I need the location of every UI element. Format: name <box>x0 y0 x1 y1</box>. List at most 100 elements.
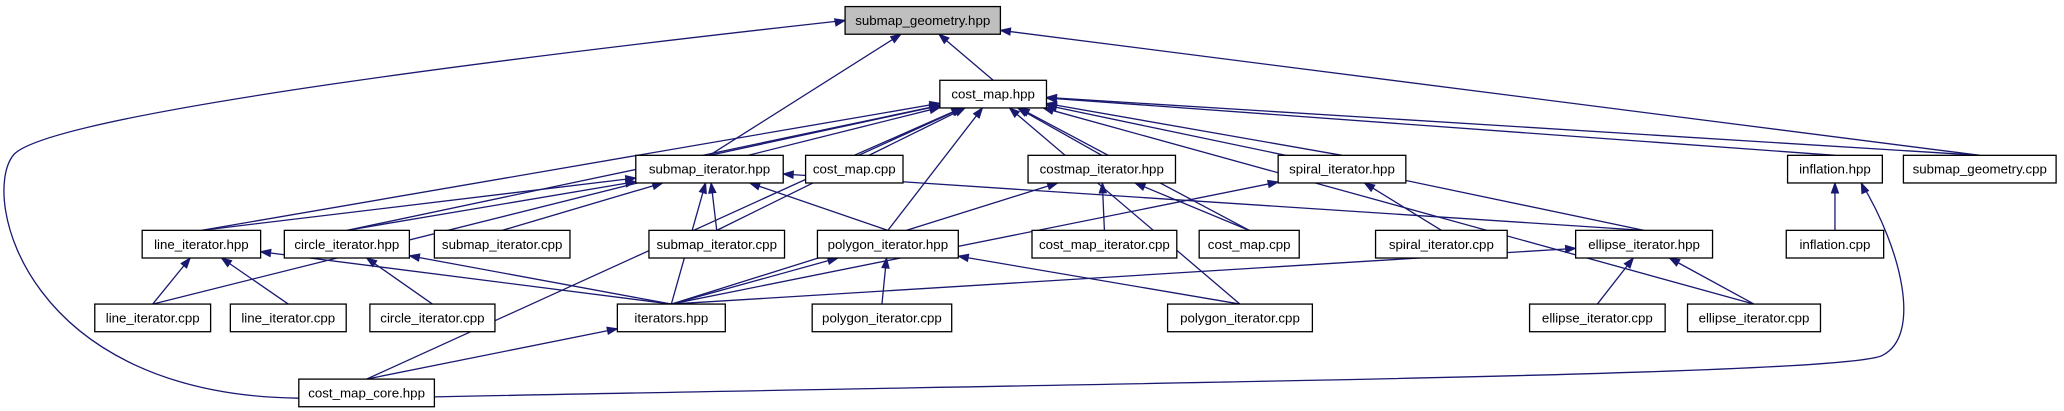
node-label: circle_iterator.cpp <box>380 310 484 325</box>
node-cost-map-hpp[interactable]: cost_map.hpp <box>939 79 1048 109</box>
arrowhead-edge-submap_iterator_hpp-to-submap_geometry_hpp <box>889 33 903 44</box>
edge-polygon_iterator_cpp_b-to-cost_map_hpp <box>1008 107 1241 305</box>
edge-submap_iterator_hpp-to-submap_geometry_hpp <box>709 33 902 156</box>
arrowhead-edge-polygon_iterator_cpp_b-to-polygon_iterator_hpp <box>956 253 970 263</box>
arrowhead-edge-line_iterator_cpp_b-to-line_iterator_hpp <box>220 257 233 268</box>
node-ellipse-iterator-cpp-a[interactable]: ellipse_iterator.cpp <box>1528 303 1666 333</box>
node-box <box>844 5 1002 35</box>
node-label: submap_iterator.cpp <box>656 237 776 252</box>
node-label: costmap_iterator.hpp <box>1040 162 1164 177</box>
node-label: cost_map.cpp <box>1208 237 1291 252</box>
node-box <box>141 229 262 259</box>
node-label: ellipse_iterator.hpp <box>1588 237 1700 252</box>
arrowhead-edge-spiral_iterator_cpp-to-spiral_iterator_hpp <box>1363 182 1376 193</box>
node-box <box>1786 154 1883 184</box>
edge-line_iterator_cpp_b-to-line_iterator_hpp <box>221 257 289 305</box>
node-box <box>1574 229 1714 259</box>
arrowhead-edge-circle_iterator_cpp-to-circle_iterator_hpp <box>365 257 378 268</box>
arrowhead-edge-polygon_iterator_cpp_b-to-cost_map_hpp <box>1008 106 1021 119</box>
node-cost-map-core-hpp[interactable]: cost_map_core.hpp <box>298 378 436 408</box>
node-submap-iterator-cpp-a[interactable]: submap_iterator.cpp <box>433 229 571 259</box>
nodes: submap_geometry.hpp cost_map.hpp submap_it… <box>94 5 2057 408</box>
node-label: ellipse_iterator.cpp <box>1542 310 1653 325</box>
edge-line_iterator_hpp-to-cost_map_hpp <box>201 102 940 231</box>
node-submap-iterator-hpp[interactable]: submap_iterator.hpp <box>635 154 784 184</box>
arrowhead-edge-ellipse_iterator_cpp_b-to-cost_map_hpp <box>1041 106 1055 115</box>
node-submap-geometry-cpp[interactable]: submap_geometry.cpp <box>1902 154 2057 184</box>
node-spiral-iterator-cpp[interactable]: spiral_iterator.cpp <box>1374 229 1508 259</box>
edge-cost_map_hpp-to-submap_geometry_hpp <box>938 33 994 81</box>
node-label: cost_map.hpp <box>951 87 1035 102</box>
node-ellipse-iterator-cpp-b[interactable]: ellipse_iterator.cpp <box>1686 303 1822 333</box>
node-polygon-iterator-hpp[interactable]: polygon_iterator.hpp <box>816 229 959 259</box>
node-submap-iterator-cpp-b[interactable]: submap_iterator.cpp <box>648 229 786 259</box>
node-box <box>1277 154 1407 184</box>
node-box <box>804 154 904 184</box>
node-circle-iterator-cpp[interactable]: circle_iterator.cpp <box>369 303 496 333</box>
node-cost-map-cpp-a[interactable]: cost_map.cpp <box>804 154 904 184</box>
node-label: submap_geometry.cpp <box>1913 162 2047 177</box>
node-inflation-hpp[interactable]: inflation.hpp <box>1786 154 1883 184</box>
node-box <box>1785 229 1885 259</box>
node-inflation-cpp[interactable]: inflation.cpp <box>1785 229 1885 259</box>
node-label: cost_map.cpp <box>813 162 896 177</box>
edge-ellipse_iterator_hpp-to-submap_iterator_hpp <box>783 173 1645 232</box>
node-costmap-iterator-hpp[interactable]: costmap_iterator.hpp <box>1027 154 1177 184</box>
node-box <box>616 303 726 333</box>
node-label: spiral_iterator.cpp <box>1389 237 1494 252</box>
arrowhead-edge-iterators_hpp-to-ellipse_iterator_hpp <box>1564 244 1578 254</box>
arrowhead-edge-submap_geometry_cpp-to-cost_map_hpp <box>1045 93 1058 103</box>
arrowhead-edge-ellipse_iterator_hpp-to-submap_iterator_hpp <box>781 170 794 179</box>
node-line-iterator-hpp[interactable]: line_iterator.hpp <box>141 229 262 259</box>
arrowhead-edge-iterators_hpp-to-line_iterator_hpp <box>259 248 272 258</box>
edge-cost_map_cpp_b-to-costmap_iterator_hpp <box>1134 182 1250 231</box>
arrowhead-edge-iterators_hpp-to-submap_iterator_hpp <box>698 181 707 195</box>
edge-spiral_iterator_hpp-to-cost_map_hpp <box>1046 102 1343 156</box>
node-box <box>1374 229 1508 259</box>
node-label: line_iterator.hpp <box>154 237 249 252</box>
edge-line_iterator_hpp-to-submap_iterator_hpp <box>201 177 636 232</box>
edge-ellipse_iterator_cpp_b-to-ellipse_iterator_hpp <box>1669 257 1755 305</box>
node-box <box>635 154 784 184</box>
node-label: cost_map_core.hpp <box>308 386 425 401</box>
node-spiral-iterator-hpp[interactable]: spiral_iterator.hpp <box>1277 154 1407 184</box>
node-cost-map-cpp-b[interactable]: cost_map.cpp <box>1198 229 1300 259</box>
node-line-iterator-cpp-b[interactable]: line_iterator.cpp <box>229 303 347 333</box>
arrowhead-edge-cost_map_hpp-to-submap_geometry_hpp <box>937 33 950 45</box>
arrowhead-edge-line_iterator_cpp_a-to-cost_map_hpp <box>928 105 942 115</box>
node-box <box>369 303 496 333</box>
node-label: line_iterator.cpp <box>106 310 200 325</box>
node-label: submap_iterator.cpp <box>442 237 562 252</box>
node-box <box>229 303 347 333</box>
arrowhead-edge-polygon_iterator_hpp-to-submap_iterator_hpp <box>748 182 762 191</box>
node-polygon-iterator-cpp-b[interactable]: polygon_iterator.cpp <box>1166 303 1314 333</box>
node-line-iterator-cpp-a[interactable]: line_iterator.cpp <box>94 303 212 333</box>
node-label: polygon_iterator.cpp <box>822 310 942 325</box>
node-label: inflation.cpp <box>1799 237 1870 252</box>
node-box <box>1031 229 1178 259</box>
arrowhead-edge-submap_geometry_cpp-to-submap_geometry_hpp <box>998 27 1012 36</box>
node-box <box>1166 303 1314 333</box>
node-label: cost_map_iterator.cpp <box>1039 237 1170 252</box>
node-ellipse-iterator-hpp[interactable]: ellipse_iterator.hpp <box>1574 229 1714 259</box>
node-label: line_iterator.cpp <box>241 310 335 325</box>
node-label: inflation.hpp <box>1799 162 1871 177</box>
edge-cost_map_core_hpp-to-submap_geometry_hpp <box>3 19 846 399</box>
arrowhead-edge-inflation_cpp-to-inflation_hpp <box>1830 181 1840 194</box>
node-submap-geometry-hpp[interactable]: submap_geometry.hpp <box>844 5 1002 35</box>
arrowhead-edge-cost_map_cpp_b-to-costmap_iterator_hpp <box>1133 182 1147 191</box>
node-iterators-hpp[interactable]: iterators.hpp <box>616 303 726 333</box>
node-cost-map-iterator-cpp[interactable]: cost_map_iterator.cpp <box>1031 229 1178 259</box>
node-box <box>811 303 953 333</box>
arrowhead-edge-cost_map_cpp_b-to-cost_map_hpp <box>1017 107 1031 117</box>
node-label: submap_geometry.hpp <box>855 13 990 28</box>
edge-submap_geometry_cpp-to-cost_map_hpp <box>1046 96 1980 156</box>
edge-ellipse_iterator_cpp_b-to-cost_map_hpp <box>1043 107 1755 305</box>
node-circle-iterator-hpp[interactable]: circle_iterator.hpp <box>283 229 411 259</box>
arrowhead-edge-ellipse_iterator_cpp_b-to-ellipse_iterator_hpp <box>1668 257 1681 267</box>
edge-cost_map_core_hpp-to-iterators_hpp <box>366 328 618 380</box>
node-polygon-iterator-cpp-a[interactable]: polygon_iterator.cpp <box>811 303 953 333</box>
edge-iterators_hpp-to-polygon_iterator_hpp <box>671 257 839 305</box>
